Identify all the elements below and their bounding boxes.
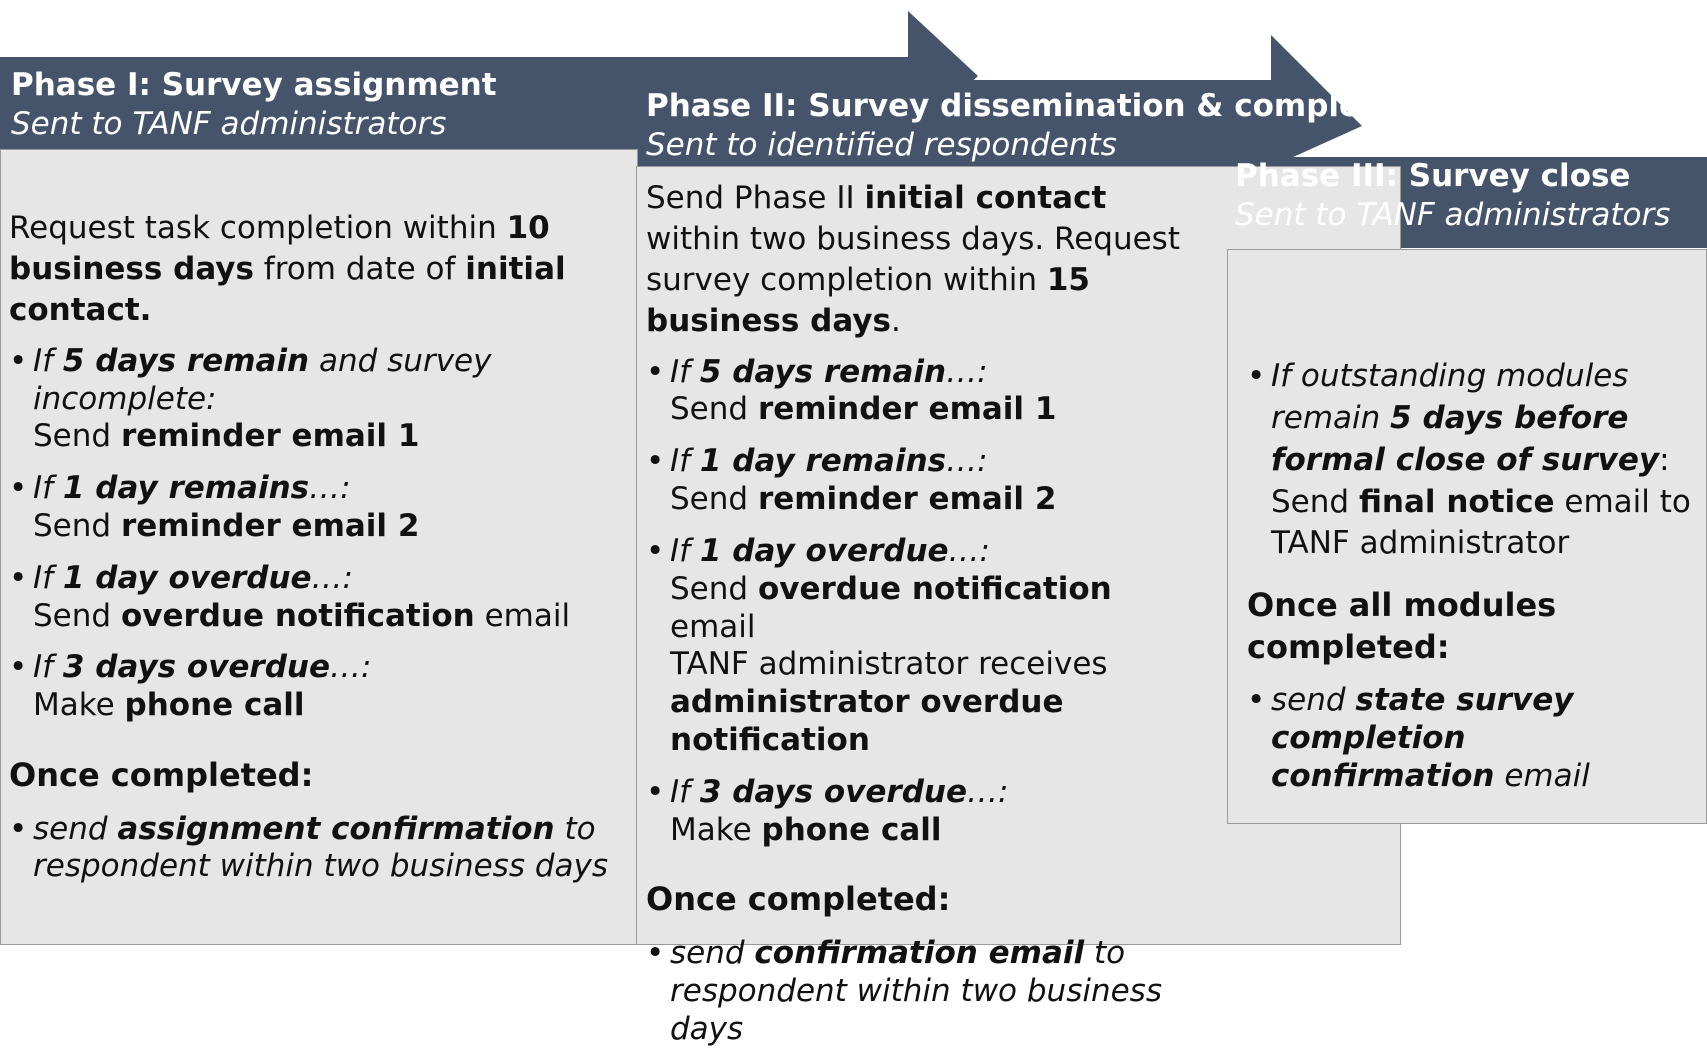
- phase2-body: Send Phase II initial contact within two…: [646, 178, 1206, 1062]
- step-condition: If 1 day remains…:: [670, 443, 988, 480]
- phase2-step: If 3 days overdue…: Make phone call: [646, 774, 1206, 850]
- phase2-step: If 1 day remains…: Send reminder email 2: [646, 443, 1206, 519]
- phase1-title: Phase I: Survey assignment: [11, 67, 497, 103]
- phase2-step: If 1 day overdue…: Send overdue notifica…: [646, 533, 1206, 760]
- phase3-step: If outstanding modules remain 5 days bef…: [1247, 356, 1695, 565]
- step-action: Send reminder email 2: [670, 481, 1057, 518]
- step-condition: If 1 day overdue…:: [33, 559, 353, 596]
- phase1-step: If 5 days remain and survey incomplete: …: [9, 343, 624, 456]
- step-condition: If 5 days remain and survey incomplete:: [33, 342, 492, 417]
- step-action: Send final notice email to TANF administ…: [1271, 483, 1691, 562]
- phase1-intro: Request task completion within 10 busine…: [9, 210, 566, 328]
- phase1-final: send assignment confirmation to responde…: [9, 811, 624, 887]
- step-action: Make phone call: [670, 811, 942, 848]
- step-extra: TANF administrator receives administrato…: [670, 646, 1108, 758]
- phase1-subtitle: Sent to TANF administrators: [11, 105, 447, 142]
- phase3-title: Phase III: Survey close: [1235, 158, 1631, 194]
- step-condition: If 3 days overdue…:: [33, 649, 372, 686]
- step-action: Send overdue notification email: [670, 570, 1112, 645]
- phase1-body: Request task completion within 10 busine…: [9, 208, 624, 900]
- phase1-step: If 1 day remains…: Send reminder email 2: [9, 470, 624, 546]
- step-action: Send reminder email 1: [33, 418, 420, 455]
- step-condition: If 1 day remains…:: [33, 470, 351, 507]
- step-condition: If 1 day overdue…:: [670, 532, 990, 569]
- step-action: Send overdue notification email: [33, 597, 571, 634]
- phase1-step: If 3 days overdue…: Make phone call: [9, 649, 624, 725]
- phase3-body: If outstanding modules remain 5 days bef…: [1247, 356, 1695, 810]
- phase1-once-heading: Once completed:: [9, 756, 314, 795]
- step-action: Send reminder email 1: [670, 391, 1057, 428]
- phase3-final: send state survey completion confirmatio…: [1247, 682, 1695, 795]
- phase3-subtitle: Sent to TANF administrators: [1235, 196, 1671, 233]
- phase3-once-heading: Once all modules completed:: [1247, 586, 1557, 666]
- phase2-title: Phase II: Survey dissemination & complet…: [646, 88, 1429, 124]
- phase3-header-text: Phase III: Survey close Sent to TANF adm…: [1235, 157, 1670, 235]
- phase2-intro: Send Phase II initial contact within two…: [646, 180, 1180, 339]
- phase2-subtitle: Sent to identified respondents: [646, 126, 1117, 163]
- phase2-step: If 5 days remain…: Send reminder email 1: [646, 354, 1206, 430]
- phase2-once-heading: Once completed:: [646, 880, 951, 919]
- phase1-step: If 1 day overdue…: Send overdue notifica…: [9, 560, 624, 636]
- step-action: Make phone call: [33, 687, 305, 724]
- step-condition: If outstanding modules remain 5 days bef…: [1271, 358, 1670, 478]
- phase2-final: send confirmation email to respondent wi…: [646, 935, 1206, 1048]
- phase1-header: Phase I: Survey assignment Sent to TANF …: [11, 66, 497, 144]
- step-condition: If 5 days remain…:: [670, 353, 988, 390]
- phase2-header: Phase II: Survey dissemination & complet…: [646, 87, 1429, 165]
- step-action: Send reminder email 2: [33, 507, 420, 544]
- step-condition: If 3 days overdue…:: [670, 773, 1009, 810]
- phase2-arrow: [636, 35, 1362, 167]
